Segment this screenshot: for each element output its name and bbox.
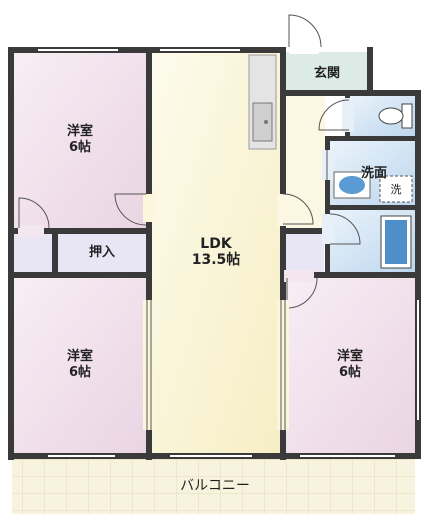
closet-label: 押入 [62, 245, 142, 261]
door-swings [18, 14, 361, 430]
windows [38, 49, 419, 457]
room-bottom-left-name: 洋室 [66, 349, 93, 364]
room-right-floor [284, 278, 419, 453]
room-bottom-left-size: 6帖 [68, 365, 92, 380]
ldk-name: LDK [200, 236, 232, 252]
wash-basin [333, 171, 371, 199]
room-top-left-label: 洋室 6帖 [40, 124, 120, 156]
room-bottom-left-label: 洋室 6帖 [40, 349, 120, 381]
room-right-label: 洋室 6帖 [310, 349, 390, 381]
room-top-left-name: 洋室 [66, 124, 93, 139]
room-right-size: 6帖 [338, 365, 362, 380]
ldk-label: LDK 13.5帖 [176, 236, 256, 268]
washroom-name: 洗面 [360, 166, 387, 181]
room-top-left-size: 6帖 [68, 140, 92, 155]
washer-name: 洗 [390, 183, 402, 196]
ldk-size: 13.5帖 [191, 252, 241, 268]
washer-label: 洗 [382, 182, 410, 198]
entrance-name: 玄関 [313, 66, 340, 81]
room-bottom-left-floor [13, 278, 147, 453]
closet-left-floor [13, 233, 53, 273]
washroom-label: 洗面 [350, 166, 398, 182]
entrance-floor [284, 52, 370, 95]
bathtub [380, 215, 412, 269]
room-top-left-floor [13, 52, 147, 228]
closet-name: 押入 [88, 245, 115, 260]
entrance-label: 玄関 [296, 66, 358, 82]
toilet-fixture [378, 103, 413, 129]
closet-floor [57, 233, 147, 273]
kitchen-sink [252, 102, 273, 142]
room-right-name: 洋室 [336, 349, 363, 364]
storage-floor [284, 233, 324, 273]
balcony-name: バルコニー [180, 478, 250, 494]
balcony-label: バルコニー [150, 478, 280, 494]
balcony-floor [12, 456, 415, 514]
washer-space [379, 175, 413, 203]
